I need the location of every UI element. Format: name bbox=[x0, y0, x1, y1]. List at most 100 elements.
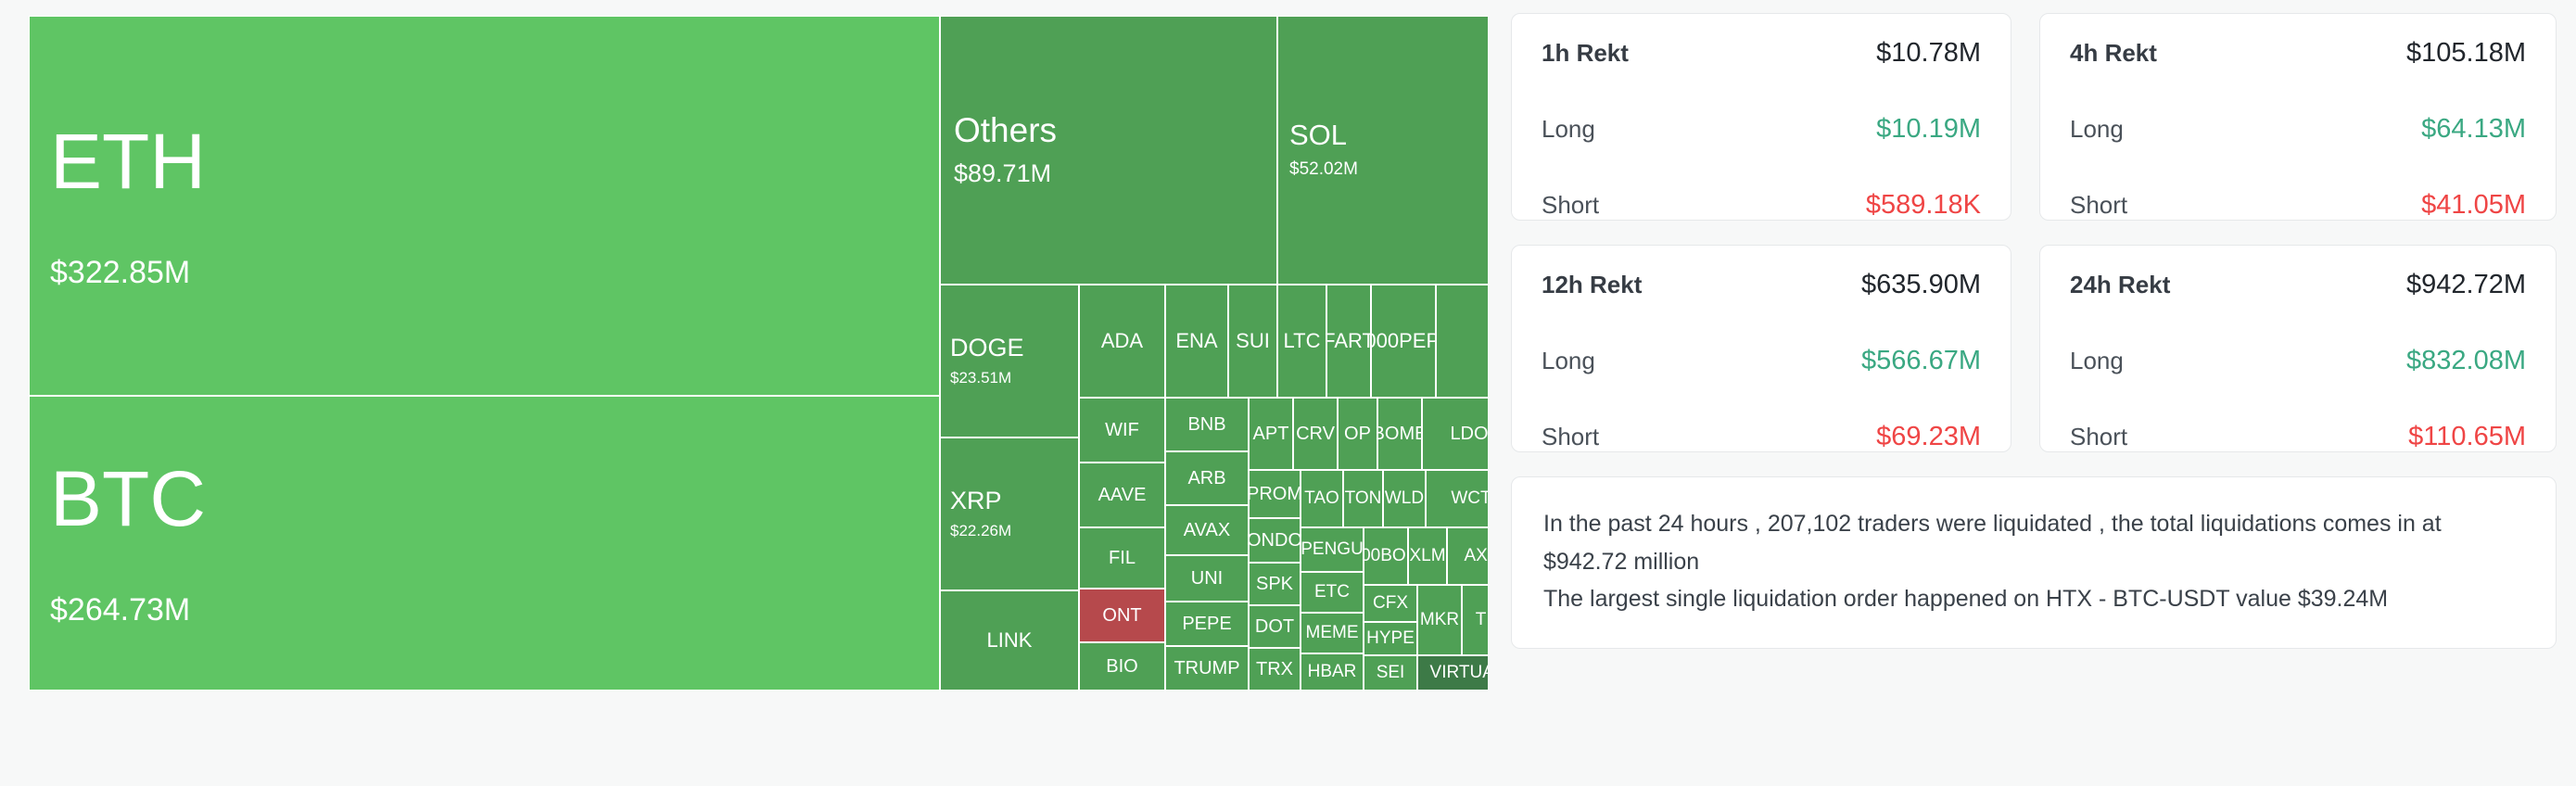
tile-symbol: TRUMP bbox=[1174, 657, 1240, 678]
treemap-tile-1000bonk[interactable]: 1000BONK bbox=[1364, 527, 1408, 585]
treemap-tile-others[interactable]: Others$89.71M bbox=[940, 16, 1277, 285]
tile-symbol: MEME bbox=[1305, 623, 1359, 643]
treemap-tile-sei[interactable]: SEI bbox=[1364, 655, 1417, 691]
treemap-tile-bnb[interactable]: BNB bbox=[1165, 398, 1249, 451]
treemap-tile-uni[interactable]: UNI bbox=[1165, 555, 1249, 602]
card-total-value: $105.18M bbox=[2406, 38, 2526, 68]
treemap-tile-ada[interactable]: ADA bbox=[1079, 285, 1165, 398]
treemap-tile-virtual[interactable]: VIRTUAL bbox=[1417, 655, 1488, 691]
treemap-tile-op[interactable]: OP bbox=[1338, 398, 1377, 470]
treemap-tile-dot[interactable]: DOT bbox=[1249, 605, 1301, 648]
treemap-tile-avax[interactable]: AVAX bbox=[1165, 505, 1249, 555]
tile-symbol: WIF bbox=[1105, 419, 1139, 440]
treemap-tile-wld[interactable]: WLD bbox=[1383, 470, 1426, 527]
tile-symbol: TON bbox=[1344, 488, 1382, 509]
4h-rekt-card[interactable]: 4h Rekt $105.18M Long $64.13M Short $41.… bbox=[2039, 13, 2557, 221]
treemap-tile-apt[interactable]: APT bbox=[1249, 398, 1293, 470]
treemap-tile-tia[interactable]: TIA bbox=[1462, 585, 1488, 655]
treemap-tile-ltc[interactable]: LTC bbox=[1277, 285, 1326, 398]
tile-value: $23.51M bbox=[950, 368, 1012, 387]
treemap-tile-fil[interactable]: FIL bbox=[1079, 527, 1165, 589]
card-title: 24h Rekt bbox=[2070, 271, 2171, 298]
stat-row-total: 24h Rekt $942.72M bbox=[2070, 270, 2526, 312]
treemap-tile-mkr[interactable]: MKR bbox=[1417, 585, 1462, 655]
treemap-tile-trx[interactable]: TRX bbox=[1249, 648, 1301, 691]
card-title: 12h Rekt bbox=[1542, 271, 1643, 298]
tile-symbol: LDO bbox=[1450, 423, 1488, 444]
treemap-tile-etc[interactable]: ETC bbox=[1301, 572, 1364, 613]
short-value: $69.23M bbox=[1876, 422, 1981, 451]
treemap-tile-xrp[interactable]: XRP$22.26M bbox=[940, 437, 1079, 590]
stat-row-short: Short $69.23M bbox=[1542, 422, 1981, 464]
treemap-tile-eth[interactable]: ETH$322.85M bbox=[29, 16, 940, 396]
short-label: Short bbox=[1542, 423, 1600, 450]
tile-symbol: TIA bbox=[1475, 610, 1488, 630]
tile-symbol: TRX bbox=[1256, 658, 1293, 679]
stat-row-long: Long $64.13M bbox=[2070, 114, 2526, 157]
treemap-tile-trump[interactable]: TRUMP bbox=[1165, 646, 1249, 691]
treemap-tile-hype[interactable]: HYPE bbox=[1364, 622, 1417, 655]
tile-symbol: ARB bbox=[1187, 467, 1226, 488]
treemap-tile-sui[interactable]: SUI bbox=[1228, 285, 1277, 398]
treemap-tile-btc[interactable]: BTC$264.73M bbox=[29, 396, 940, 691]
treemap-tile-fart[interactable]: FART bbox=[1326, 285, 1371, 398]
treemap-tile-arb[interactable]: ARB bbox=[1165, 451, 1249, 505]
treemap-tile-spk[interactable]: SPK bbox=[1249, 563, 1301, 605]
treemap-tile-prom[interactable]: PROM bbox=[1249, 470, 1301, 518]
tile-symbol: PENGU bbox=[1301, 539, 1364, 560]
treemap-tile[interactable] bbox=[1436, 285, 1488, 398]
treemap-tile-wif[interactable]: WIF bbox=[1079, 398, 1165, 463]
treemap-tile-crv[interactable]: CRV bbox=[1293, 398, 1338, 470]
tile-symbol: WLD bbox=[1384, 488, 1425, 509]
tile-symbol: 1000PEPE bbox=[1372, 329, 1435, 353]
treemap-tile-pepe[interactable]: PEPE bbox=[1165, 602, 1249, 646]
tile-symbol: ETH bbox=[50, 118, 206, 206]
treemap-tile-ton[interactable]: TON bbox=[1343, 470, 1383, 527]
stat-row-long: Long $566.67M bbox=[1542, 346, 1981, 388]
stats-rail: 1h Rekt $10.78M Long $10.19M Short $589.… bbox=[1511, 13, 2557, 773]
tile-symbol: BOME bbox=[1378, 423, 1421, 444]
treemap-tile-aave[interactable]: AAVE bbox=[1079, 463, 1165, 527]
tile-symbol: ONT bbox=[1102, 604, 1142, 626]
tile-symbol: AAVE bbox=[1098, 484, 1147, 505]
tile-symbol: APT bbox=[1252, 423, 1289, 444]
treemap-tile-wct[interactable]: WCT bbox=[1426, 470, 1488, 527]
treemap-tile-pengu[interactable]: PENGU bbox=[1301, 527, 1364, 572]
long-value: $10.19M bbox=[1876, 114, 1981, 144]
tile-symbol: VIRTUAL bbox=[1429, 663, 1488, 683]
tile-symbol: SPK bbox=[1255, 573, 1294, 594]
card-title: 4h Rekt bbox=[2070, 39, 2157, 67]
tile-symbol: HBAR bbox=[1307, 662, 1357, 682]
24h-rekt-card[interactable]: 24h Rekt $942.72M Long $832.08M Short $1… bbox=[2039, 245, 2557, 452]
treemap-tile-meme[interactable]: MEME bbox=[1301, 613, 1364, 653]
tile-symbol: ENA bbox=[1175, 329, 1218, 353]
tile-symbol: BNB bbox=[1187, 413, 1226, 435]
card-total-value: $942.72M bbox=[2406, 270, 2526, 299]
tile-symbol: ONDO bbox=[1249, 529, 1301, 551]
treemap-tile-sol[interactable]: SOL$52.02M bbox=[1277, 16, 1488, 285]
treemap-tile-ont[interactable]: ONT bbox=[1079, 589, 1165, 642]
treemap-tile-axs[interactable]: AXS bbox=[1447, 527, 1488, 585]
treemap-tile-cfx[interactable]: CFX bbox=[1364, 585, 1417, 622]
short-label: Short bbox=[2070, 423, 2128, 450]
treemap-tile-ena[interactable]: ENA bbox=[1165, 285, 1228, 398]
treemap-tile-ldo[interactable]: LDO bbox=[1422, 398, 1488, 470]
12h-rekt-card[interactable]: 12h Rekt $635.90M Long $566.67M Short $6… bbox=[1511, 245, 2011, 452]
tile-symbol: TAO bbox=[1304, 488, 1339, 509]
stat-row-long: Long $832.08M bbox=[2070, 346, 2526, 388]
1h-rekt-card[interactable]: 1h Rekt $10.78M Long $10.19M Short $589.… bbox=[1511, 13, 2011, 221]
tile-symbol: LINK bbox=[986, 628, 1033, 653]
treemap-tile-tao[interactable]: TAO bbox=[1301, 470, 1343, 527]
treemap-tile-link[interactable]: LINK bbox=[940, 590, 1079, 691]
treemap-tile-doge[interactable]: DOGE$23.51M bbox=[940, 285, 1079, 437]
treemap-tile-1000pepe[interactable]: 1000PEPE bbox=[1371, 285, 1436, 398]
treemap-tile-ondo[interactable]: ONDO bbox=[1249, 518, 1301, 563]
long-label: Long bbox=[2070, 347, 2124, 374]
treemap-tile-bome[interactable]: BOME bbox=[1377, 398, 1422, 470]
treemap-tile-xlm[interactable]: XLM bbox=[1408, 527, 1447, 585]
treemap-tile-hbar[interactable]: HBAR bbox=[1301, 653, 1364, 691]
treemap-tile-bio[interactable]: BIO bbox=[1079, 642, 1165, 691]
short-label: Short bbox=[1542, 191, 1600, 219]
